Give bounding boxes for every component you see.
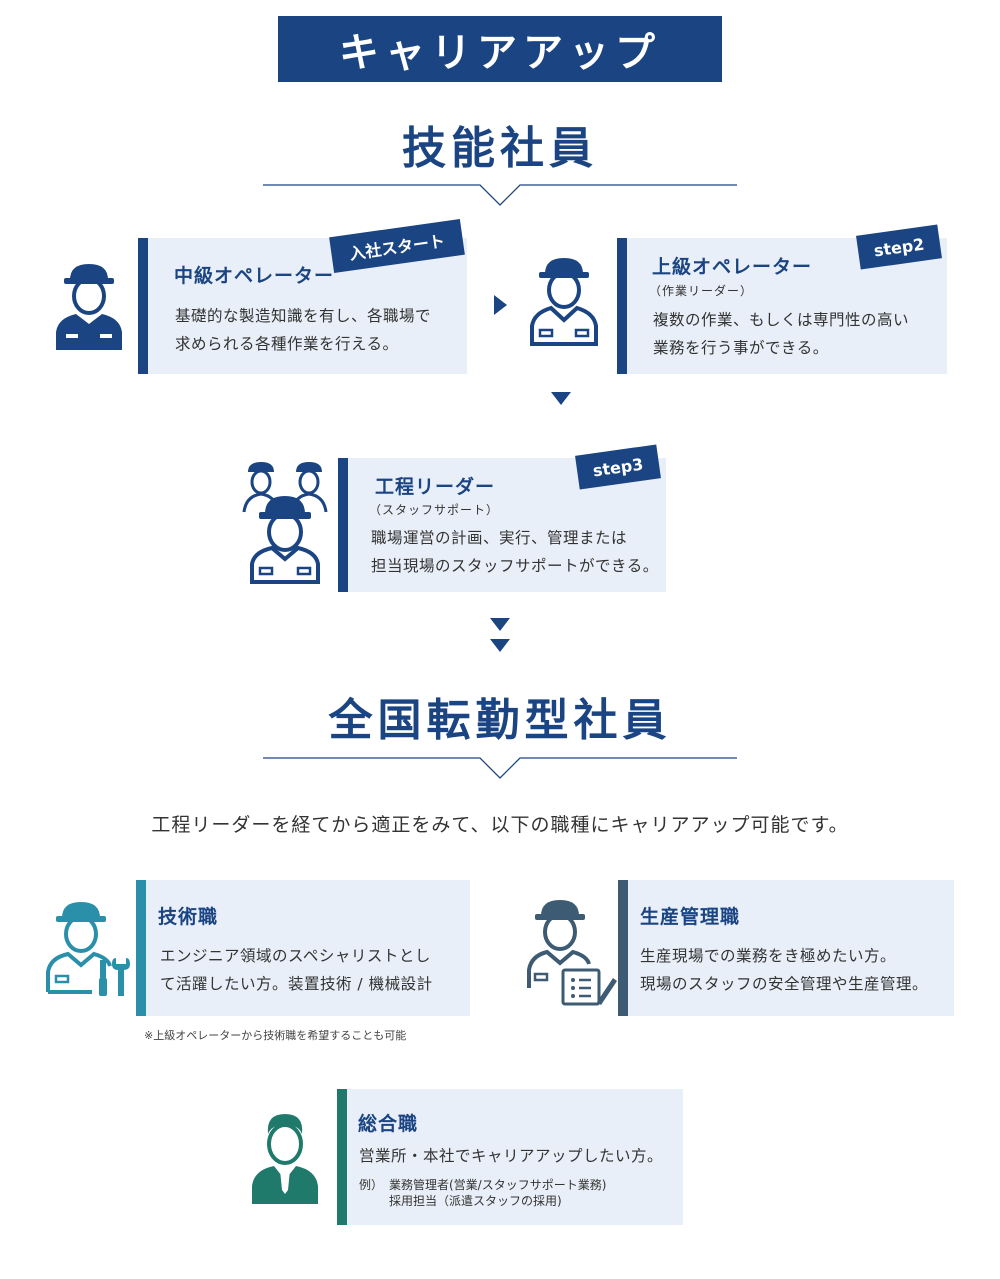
- card-body-line: 生産現場での業務をき極めたい方。: [640, 947, 897, 965]
- card-body: 複数の作業、もしくは専門性の高い 業務を行う事ができる。: [653, 306, 909, 362]
- card-body-line: 営業所・本社でキャリアアップしたい方。: [359, 1147, 664, 1165]
- card-body: 営業所・本社でキャリアアップしたい方。: [359, 1142, 663, 1170]
- section-divider: [263, 756, 737, 786]
- card-body-line: て活躍したい方。装置技術 / 機械設計: [160, 975, 433, 993]
- card-title: 総合職: [358, 1113, 419, 1135]
- card-body-line: 複数の作業、もしくは専門性の高い: [653, 311, 910, 329]
- card-accent-bar: [337, 1089, 347, 1225]
- card-body-line: 基礎的な製造知識を有し、各職場で: [175, 307, 432, 325]
- card-body: エンジニア領域のスペシャリストとし て活躍したい方。装置技術 / 機械設計: [160, 942, 433, 998]
- card-body-line: 現場のスタッフの安全管理や生産管理。: [640, 975, 929, 993]
- card-body: 基礎的な製造知識を有し、各職場で 求められる各種作業を行える。: [175, 302, 431, 358]
- card-body-line: エンジニア領域のスペシャリストとし: [160, 947, 431, 965]
- card-general: 総合職 営業所・本社でキャリアアップしたい方。 例） 業務管理者(営業/スタッフ…: [337, 1089, 683, 1225]
- worker-icon: [54, 262, 124, 352]
- card-process-leader: 工程リーダー （スタッフサポート） 職場運営の計画、実行、管理または 担当現場の…: [338, 458, 666, 592]
- card-accent-bar: [617, 238, 627, 374]
- card-body: 職場運営の計画、実行、管理または 担当現場のスタッフサポートができる。: [371, 524, 659, 580]
- card-production-management: 生産管理職 生産現場での業務をき極めたい方。 現場のスタッフの安全管理や生産管理…: [618, 880, 954, 1016]
- arrow-down-icon: [490, 639, 510, 652]
- card-title: 上級オペレーター: [652, 256, 813, 278]
- example-label: 例）: [359, 1178, 384, 1192]
- arrow-down-icon: [490, 618, 510, 631]
- page-banner: キャリアアップ: [278, 16, 722, 82]
- card-accent-bar: [136, 880, 146, 1016]
- example-item: 採用担当（派遣スタッフの採用): [389, 1194, 562, 1208]
- example-list: 業務管理者(営業/スタッフサポート業務) 採用担当（派遣スタッフの採用): [389, 1177, 606, 1209]
- section-title-nationwide-staff: 全国転勤型社員: [328, 695, 672, 746]
- card-title: 生産管理職: [640, 906, 741, 928]
- section-divider: [263, 183, 737, 213]
- worker-tools-icon: [46, 900, 136, 1000]
- section-title-skilled-staff: 技能社員: [402, 123, 598, 174]
- footnote: ※上級オペレーターから技術職を希望することも可能: [144, 1029, 407, 1042]
- worker-group-icon: [240, 458, 330, 584]
- arrow-right-icon: [494, 295, 507, 315]
- intro-text: 工程リーダーを経てから適正をみて、以下の職種にキャリアアップ可能です。: [151, 814, 849, 836]
- arrow-down-icon: [551, 392, 571, 405]
- business-person-icon: [250, 1110, 320, 1206]
- card-accent-bar: [618, 880, 628, 1016]
- card-accent-bar: [138, 238, 148, 374]
- card-title: 技術職: [158, 906, 219, 928]
- card-body-line: 業務を行う事ができる。: [653, 339, 829, 357]
- card-technical: 技術職 エンジニア領域のスペシャリストとし て活躍したい方。装置技術 / 機械設…: [136, 880, 470, 1016]
- card-body-line: 職場運営の計画、実行、管理または: [371, 529, 628, 547]
- card-body-line: 担当現場のスタッフサポートができる。: [371, 557, 659, 575]
- card-body-line: 求められる各種作業を行える。: [175, 335, 399, 353]
- card-accent-bar: [338, 458, 348, 592]
- card-subtitle: （作業リーダー）: [649, 284, 754, 298]
- example-item: 業務管理者(営業/スタッフサポート業務): [389, 1178, 607, 1192]
- card-subtitle: （スタッフサポート）: [369, 503, 500, 517]
- card-body: 生産現場での業務をき極めたい方。 現場のスタッフの安全管理や生産管理。: [640, 942, 928, 998]
- card-title: 工程リーダー: [375, 476, 496, 498]
- card-title: 中級オペレーター: [174, 265, 335, 287]
- worker-clipboard-icon: [525, 898, 617, 1008]
- worker-icon: [530, 256, 598, 346]
